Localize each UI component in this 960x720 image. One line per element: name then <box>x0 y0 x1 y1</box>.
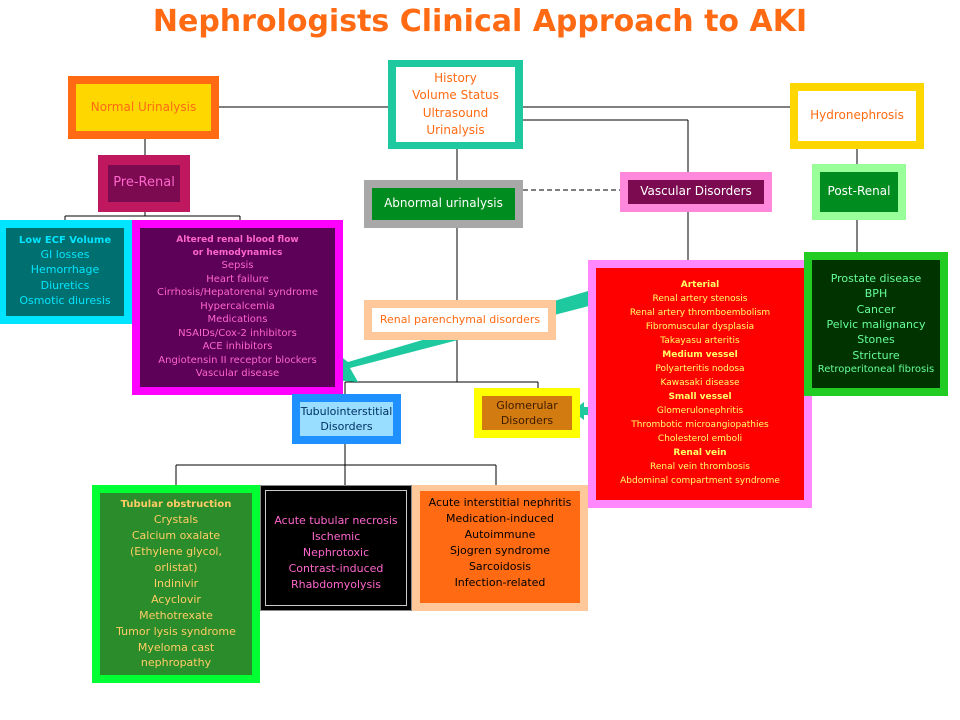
post-renal-item: Prostate disease <box>830 271 922 285</box>
history-label: History <box>434 70 477 85</box>
renal-parenchymal-box: Renal parenchymal disorders <box>364 300 556 340</box>
volume-status-label: Volume Status <box>412 88 499 103</box>
abnormal-urinalysis-box: Abnormal urinalysis <box>364 180 523 228</box>
vascular-item: Glomerulonephritis <box>656 405 744 416</box>
altered-flow-item: NSAIDs/Cox-2 inhibitors <box>178 327 297 339</box>
vascular-item: Abdominal compartment syndrome <box>620 475 780 486</box>
altered-renal-flow-box: Altered renal blood flow or hemodynamics… <box>132 220 343 395</box>
altered-flow-item: ACE inhibitors <box>202 341 273 353</box>
abnormal-urinalysis-label: Abnormal urinalysis <box>384 196 503 211</box>
vascular-disorders-label: Vascular Disorders <box>640 184 752 199</box>
vascular-item: Takayasu arteritis <box>660 336 740 347</box>
renal-parenchymal-label: Renal parenchymal disorders <box>379 312 541 326</box>
tubular-obstruction-box: Tubular obstruction Crystals Calcium oxa… <box>92 485 260 683</box>
hydronephrosis-label: Hydronephrosis <box>810 108 904 123</box>
vascular-item: Polyarteritis nodosa <box>655 364 745 375</box>
vascular-item: Fibromuscular dysplasia <box>645 322 755 333</box>
post-renal-item: Pelvic malignancy <box>826 318 926 331</box>
glomerular-label: Glomerular <box>496 398 558 412</box>
post-renal-item: Stricture <box>852 348 900 362</box>
atn-item: Nephrotoxic <box>302 545 370 559</box>
tubular-obstruction-item: Acyclovir <box>151 592 201 606</box>
tubulointerstitial-label: Disorders <box>320 420 373 433</box>
altered-flow-heading: or hemodynamics <box>192 247 283 258</box>
tubular-obstruction-item: Indinivir <box>153 576 199 590</box>
altered-flow-heading: Altered renal blood flow <box>176 235 299 246</box>
vascular-item: Kawasaki disease <box>660 378 740 389</box>
tubular-obstruction-item: Methotrexate <box>139 608 213 622</box>
glomerular-label: Disorders <box>500 414 554 427</box>
altered-flow-item: Cirrhosis/Hepatorenal syndrome <box>156 287 319 299</box>
altered-flow-item: Hypercalcemia <box>200 300 275 312</box>
atn-item: Rhabdomyolysis <box>290 577 382 591</box>
vascular-item: Cholesterol emboli <box>657 433 743 444</box>
tubular-obstruction-item: (Ethylene glycol, <box>130 544 222 558</box>
low-ecf-item: Osmotic diuresis <box>19 294 111 308</box>
medium-vessel-heading: Medium vessel <box>662 350 738 361</box>
post-renal-item: BPH <box>864 287 888 301</box>
vascular-causes-box: Arterial Renal artery stenosis Renal art… <box>588 260 812 508</box>
hydronephrosis-box: Hydronephrosis <box>790 83 924 149</box>
atn-item: Ischemic <box>311 529 361 543</box>
acute-tubular-necrosis-box: Acute tubular necrosis Ischemic Nephroto… <box>260 485 412 611</box>
altered-flow-item: Angiotensin II receptor blockers <box>158 354 317 366</box>
tubulointerstitial-box: Tubulointerstitial Disorders <box>292 394 401 444</box>
arterial-heading: Arterial <box>680 280 720 291</box>
renal-vein-heading: Renal vein <box>673 447 727 458</box>
vascular-disorders-box: Vascular Disorders <box>620 172 772 212</box>
tubular-obstruction-item: nephropathy <box>140 656 212 670</box>
tubular-obstruction-item: Calcium oxalate <box>131 528 221 542</box>
altered-flow-item: Heart failure <box>206 273 269 285</box>
low-ecf-heading: Low ECF Volume <box>18 235 112 247</box>
ain-item: Infection-related <box>454 575 546 589</box>
tubular-obstruction-item: Tumor lysis syndrome <box>116 624 236 638</box>
history-box: History Volume Status Ultrasound Urinaly… <box>388 60 523 149</box>
tubulointerstitial-label: Tubulointerstitial <box>300 404 393 418</box>
post-renal-box: Post-Renal <box>812 164 906 220</box>
atn-item: Contrast-induced <box>288 561 384 575</box>
altered-flow-item: Vascular disease <box>195 368 280 380</box>
post-renal-item: Retroperitoneal fibrosis <box>817 364 935 376</box>
ain-item: Medication-induced <box>446 511 554 525</box>
altered-flow-item: Medications <box>207 314 268 326</box>
pre-renal-box: Pre-Renal <box>98 155 190 212</box>
post-renal-label: Post-Renal <box>827 184 891 199</box>
ain-item: Sjogren syndrome <box>450 543 550 557</box>
tubular-obstruction-heading: Tubular obstruction <box>120 499 232 510</box>
post-renal-item: Cancer <box>856 302 896 316</box>
normal-urinalysis-box: Normal Urinalysis <box>68 76 219 139</box>
low-ecf-item: Diuretics <box>40 278 90 292</box>
atn-heading: Acute tubular necrosis <box>274 514 398 527</box>
post-renal-item: Stones <box>857 333 895 347</box>
glomerular-box: Glomerular Disorders <box>474 388 580 438</box>
ultrasound-label: Ultrasound <box>422 105 489 120</box>
small-vessel-heading: Small vessel <box>668 391 732 402</box>
ain-item: Autoimmune <box>464 527 536 541</box>
vascular-item: Renal artery stenosis <box>652 294 748 305</box>
tubular-obstruction-item: orlistat) <box>154 560 198 574</box>
vascular-item: Thrombotic microangiopathies <box>631 419 769 430</box>
low-ecf-volume-box: Low ECF Volume GI losses Hemorrhage Diur… <box>0 220 132 324</box>
acute-interstitial-nephritis-box: Acute interstitial nephritis Medication-… <box>412 485 588 611</box>
low-ecf-item: GI losses <box>40 247 90 261</box>
urinalysis-label: Urinalysis <box>426 122 485 137</box>
diagram-title: Nephrologists Clinical Approach to AKI <box>152 4 808 39</box>
normal-urinalysis-label: Normal Urinalysis <box>90 99 197 114</box>
post-renal-causes-box: Prostate disease BPH Cancer Pelvic malig… <box>804 252 948 396</box>
altered-flow-item: Sepsis <box>221 260 254 272</box>
ain-item: Sarcoidosis <box>468 559 532 573</box>
low-ecf-item: Hemorrhage <box>30 263 100 277</box>
vascular-item: Renal vein thrombosis <box>649 461 750 472</box>
tubular-obstruction-item: Myeloma cast <box>137 640 215 654</box>
ain-heading: Acute interstitial nephritis <box>428 496 572 509</box>
pre-renal-label: Pre-Renal <box>113 175 175 191</box>
vascular-item: Renal artery thromboembolism <box>629 308 771 319</box>
tubular-obstruction-item: Crystals <box>153 513 199 526</box>
